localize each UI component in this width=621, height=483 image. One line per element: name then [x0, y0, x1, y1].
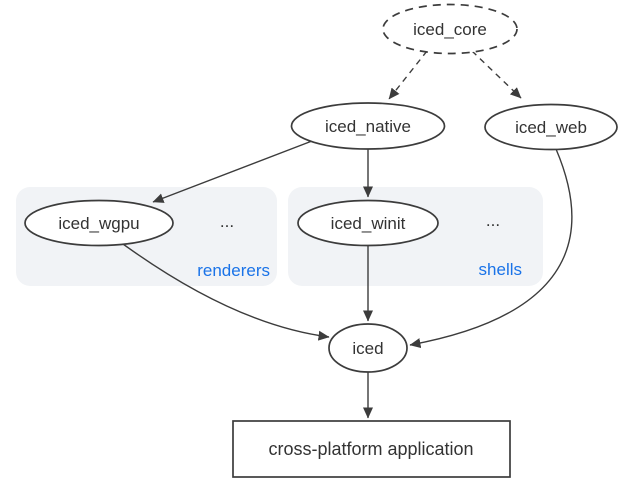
node-iced-winit: iced_winit	[297, 199, 439, 247]
renderers-ellipsis: ...	[220, 212, 234, 231]
iced-wgpu-ellipse	[24, 199, 174, 247]
shells-ellipsis: ...	[486, 211, 500, 230]
edge-core-to-native	[388, 50, 428, 100]
node-iced-wgpu: iced_wgpu	[24, 199, 174, 247]
node-iced: iced	[328, 323, 408, 373]
iced-wgpu-label: iced_wgpu	[58, 214, 139, 233]
node-iced-native: iced_native	[290, 102, 446, 150]
renderers-caption: renderers	[197, 261, 270, 280]
shells-caption: shells	[479, 260, 522, 279]
iced-label: iced	[352, 339, 383, 358]
edge-native-to-wgpu	[152, 140, 313, 203]
edge-web-to-iced	[409, 148, 573, 349]
edge-core-to-web	[471, 50, 522, 99]
app-label: cross-platform application	[268, 439, 473, 459]
iced-native-ellipse	[290, 102, 446, 150]
edges	[122, 50, 573, 419]
app-rect	[232, 420, 511, 478]
iced-native-label: iced_native	[325, 117, 411, 136]
iced-core-label: iced_core	[413, 20, 487, 39]
iced-ellipse	[328, 323, 408, 373]
iced-winit-ellipse	[297, 199, 439, 247]
iced-winit-label: iced_winit	[331, 214, 406, 233]
node-iced-web: iced_web	[484, 103, 618, 151]
iced-core-ellipse	[382, 3, 518, 55]
node-iced-core: iced_core	[382, 3, 518, 55]
iced-web-ellipse	[484, 103, 618, 151]
edge-wgpu-to-iced	[122, 243, 330, 341]
iced-web-label: iced_web	[515, 118, 587, 137]
node-cross-platform-application: cross-platform application	[232, 420, 511, 478]
